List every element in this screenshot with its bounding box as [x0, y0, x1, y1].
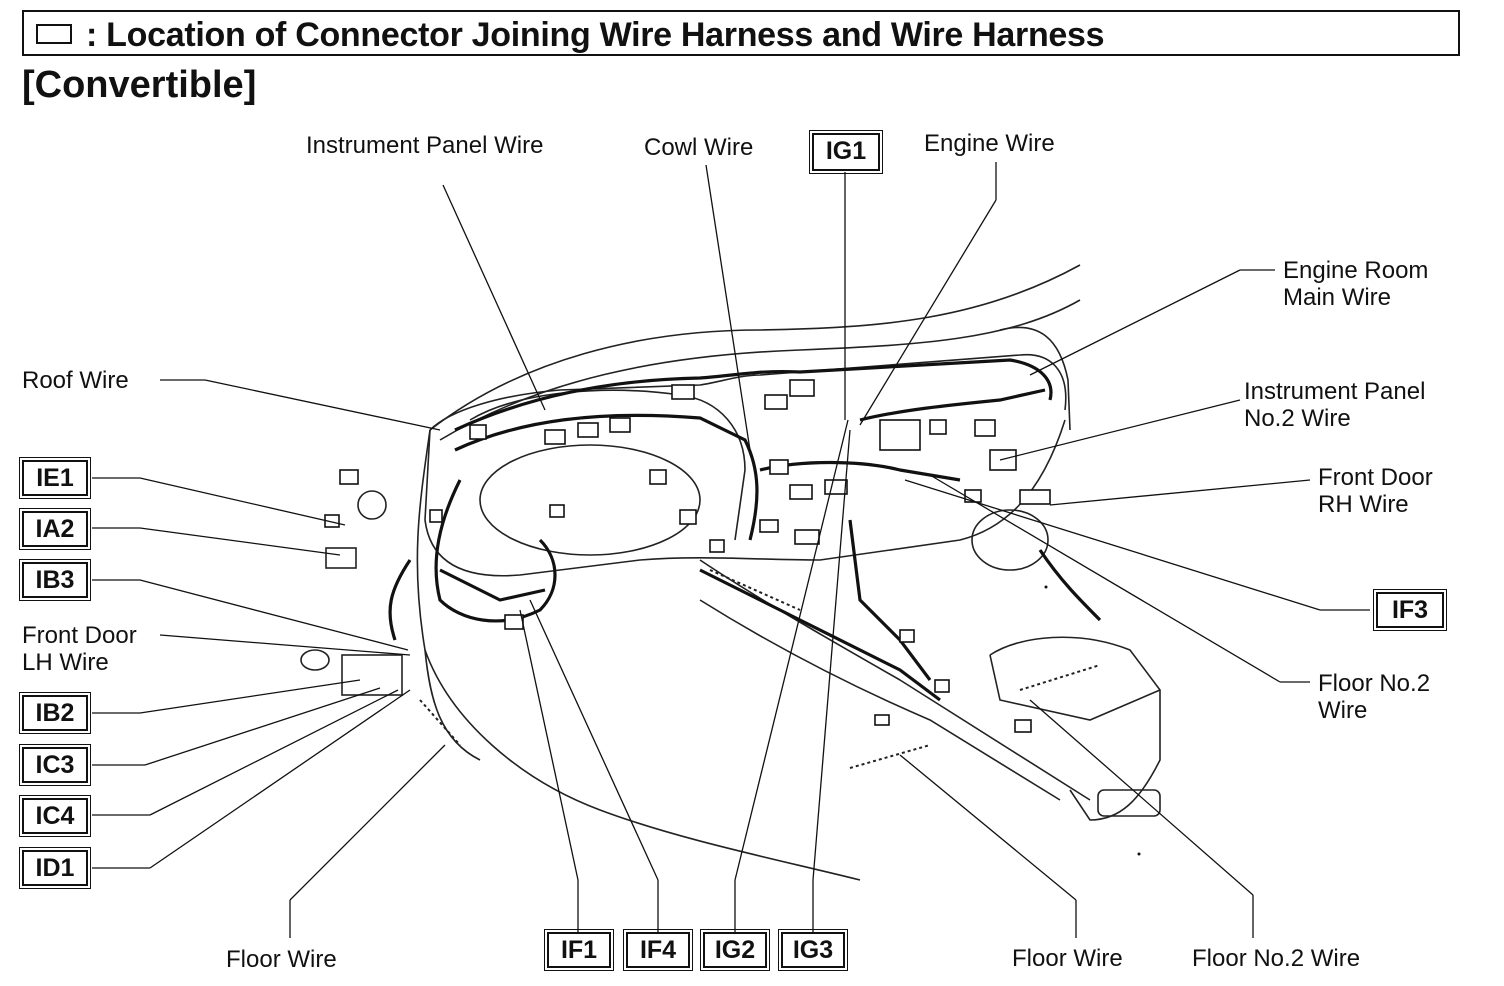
- label-instrument-panel-wire: Instrument Panel Wire: [306, 132, 544, 159]
- connector-id1: ID1: [19, 847, 91, 889]
- title-bar: : Location of Connector Joining Wire Har…: [22, 10, 1460, 56]
- label-engine-room-main-wire-2: Main Wire: [1283, 284, 1392, 311]
- wire-harness-bundle: [388, 358, 1102, 702]
- label-floor-no2-wire-right-1: Floor No.2: [1318, 670, 1431, 697]
- connector-ic4: IC4: [19, 795, 91, 837]
- label-front-door-lh-wire-1: Front Door: [22, 622, 137, 649]
- connector-ig3: IG3: [778, 929, 848, 971]
- label-cowl-wire: Cowl Wire: [644, 134, 754, 161]
- label-floor-no2-wire-bottom: Floor No.2 Wire: [1192, 945, 1361, 972]
- connector-ig1: IG1: [809, 130, 883, 174]
- label-front-door-rh-wire-2: RH Wire: [1318, 491, 1409, 518]
- connector-ia2: IA2: [19, 508, 91, 550]
- connector-dots: [1044, 585, 1141, 856]
- dashboard-outline: [300, 264, 1161, 881]
- connector-ic3: IC3: [19, 744, 91, 786]
- label-engine-room-main-wire-1: Engine Room: [1283, 257, 1429, 284]
- label-front-door-rh-wire-1: Front Door: [1318, 464, 1433, 491]
- label-floor-wire-right: Floor Wire: [1012, 945, 1123, 972]
- leader-lines: [92, 162, 1370, 938]
- connector-if3: IF3: [1373, 589, 1447, 631]
- floor-wire-dashes: [419, 569, 1101, 769]
- connector-box-icon: [36, 24, 72, 44]
- label-instrument-panel-no2-wire-2: No.2 Wire: [1244, 405, 1351, 432]
- connector-ib2: IB2: [19, 692, 91, 734]
- label-front-door-lh-wire-2: LH Wire: [22, 649, 109, 676]
- page-title: : Location of Connector Joining Wire Har…: [86, 16, 1105, 54]
- connector-if1: IF1: [544, 929, 614, 971]
- label-floor-wire-left: Floor Wire: [226, 946, 337, 973]
- connector-blocks: [324, 379, 1051, 733]
- label-floor-no2-wire-right-2: Wire: [1318, 697, 1368, 724]
- connector-ig2: IG2: [700, 929, 770, 971]
- connector-if4: IF4: [623, 929, 693, 971]
- connector-ib3: IB3: [19, 559, 91, 601]
- label-engine-wire: Engine Wire: [924, 130, 1055, 157]
- page-subtitle: [Convertible]: [22, 64, 257, 106]
- label-roof-wire: Roof Wire: [22, 367, 129, 394]
- connector-ie1: IE1: [19, 457, 91, 499]
- label-instrument-panel-no2-wire-1: Instrument Panel: [1244, 378, 1426, 405]
